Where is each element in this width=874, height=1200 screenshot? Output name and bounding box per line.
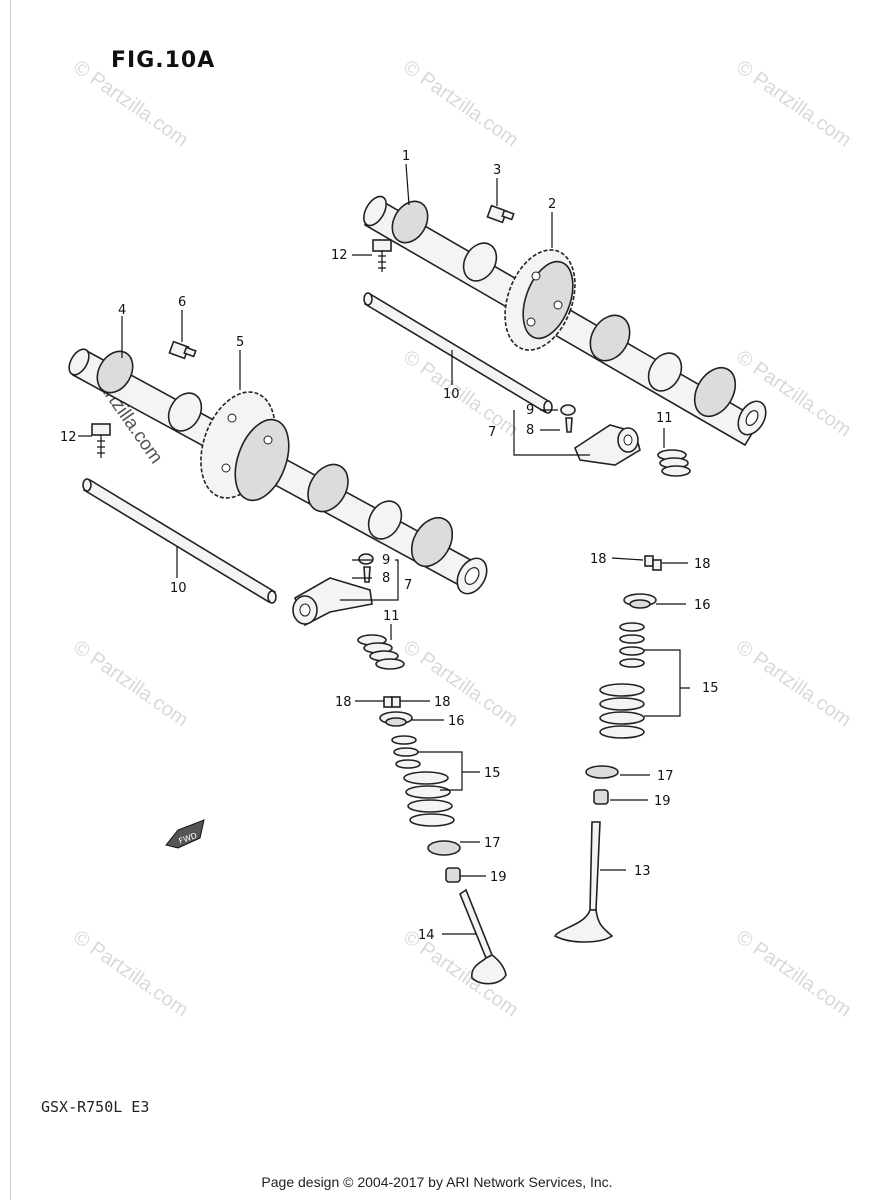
sprocket-bolt-lower: [168, 340, 197, 360]
bolt-12-lower: [91, 423, 111, 458]
callout-18: 18: [590, 552, 607, 567]
callout-16: 16: [448, 714, 465, 729]
valve-spring-15-left: [391, 735, 455, 827]
rocker-shaft-lower: [82, 478, 277, 604]
callout-15: 15: [702, 681, 719, 696]
forward-arrow-icon: FWD: [165, 819, 205, 849]
callout-7: 7: [488, 425, 496, 440]
callout-2: 2: [548, 197, 556, 212]
callout-18: 18: [694, 557, 711, 572]
leader-lines: [78, 163, 690, 935]
rocker-shaft-upper: [363, 292, 553, 414]
valve-seal-19-left: [445, 867, 461, 883]
cotter-18-left: [383, 696, 401, 708]
callout-6: 6: [178, 295, 186, 310]
spring-11-lower: [357, 634, 405, 670]
callout-18: 18: [335, 695, 352, 710]
callout-18: 18: [434, 695, 451, 710]
watermark: © Partzilla.com: [732, 636, 855, 731]
callout-9: 9: [382, 553, 390, 568]
page-edge-line: [10, 0, 11, 1200]
watermark: © Partzilla.com: [69, 926, 192, 1021]
callout-9: 9: [526, 403, 534, 418]
callout-12: 12: [331, 248, 348, 263]
spring-11-upper: [657, 449, 691, 477]
callout-17: 17: [657, 769, 674, 784]
cam-sprocket-lower: [200, 391, 290, 502]
spring-seat-17-right: [585, 765, 619, 779]
callout-11: 11: [383, 609, 400, 624]
valve-13: [553, 821, 614, 943]
callout-14: 14: [418, 928, 435, 943]
sprocket-bolt-upper: [486, 204, 515, 224]
callout-12: 12: [60, 430, 77, 445]
callout-16: 16: [694, 598, 711, 613]
watermark: © Partzilla.com: [69, 56, 192, 151]
spring-seat-17-left: [427, 840, 461, 856]
callout-19: 19: [654, 794, 671, 809]
callout-1: 1: [402, 149, 410, 164]
callout-8: 8: [382, 571, 390, 586]
callout-15: 15: [484, 766, 501, 781]
model-code: GSX-R750L E3: [41, 1098, 150, 1116]
callout-5: 5: [236, 335, 244, 350]
watermark: © Partzilla.com: [732, 926, 855, 1021]
valve-14: [459, 888, 507, 985]
cotter-18-right: [644, 555, 662, 571]
callout-4: 4: [118, 303, 126, 318]
callout-7: 7: [404, 578, 412, 593]
callout-8: 8: [526, 423, 534, 438]
valve-spring-15-right: [599, 622, 645, 739]
retainer-16-left: [379, 711, 413, 727]
cam-sprocket-upper: [504, 249, 576, 351]
figure-title: FIG.10A: [111, 48, 216, 73]
page-footer: Page design © 2004-2017 by ARI Network S…: [261, 1174, 613, 1190]
callout-11: 11: [656, 411, 673, 426]
callout-10: 10: [443, 387, 460, 402]
callout-labels: 1 2 3 12 4 6 5 12 10 10 9 8 7 11 9 8 7 1…: [60, 149, 719, 943]
watermark: © Partzilla.com: [732, 56, 855, 151]
watermark: © Partzilla.com: [399, 56, 522, 151]
retainer-16-right: [623, 593, 657, 609]
callout-3: 3: [493, 163, 501, 178]
rocker-arm-lower: [292, 553, 374, 627]
valve-seal-19-right: [593, 789, 609, 805]
callout-17: 17: [484, 836, 501, 851]
callout-13: 13: [634, 864, 651, 879]
watermark: © Partzilla.com: [69, 636, 192, 731]
callout-19: 19: [490, 870, 507, 885]
bolt-12-upper: [372, 239, 392, 272]
rocker-arm-upper: [560, 404, 641, 466]
callout-10: 10: [170, 581, 187, 596]
